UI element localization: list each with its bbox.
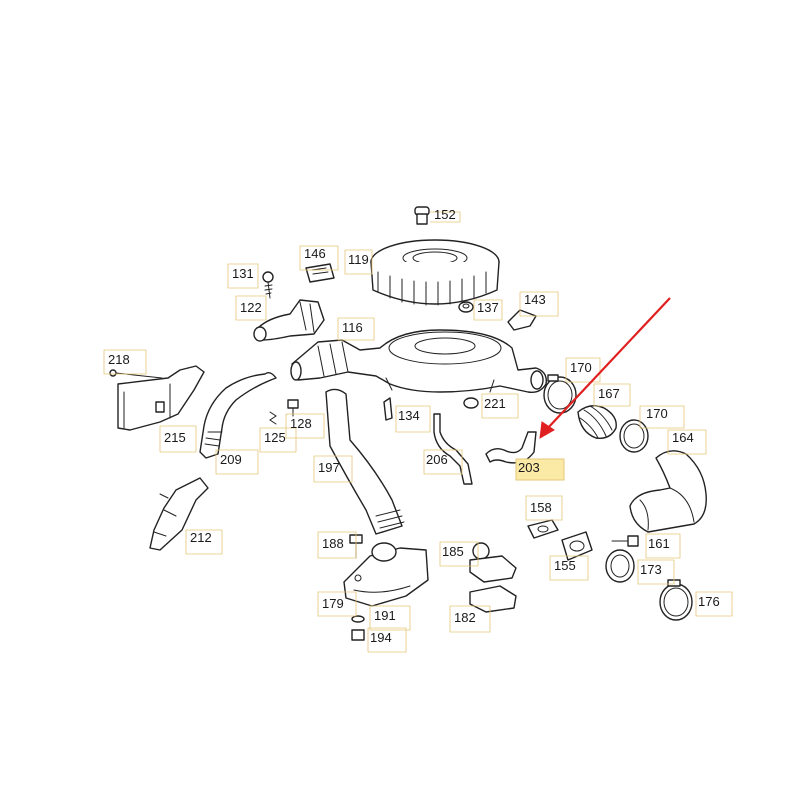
callout-119: 119 — [348, 252, 369, 267]
callout-170-b: 170 — [646, 406, 668, 421]
callout-194: 194 — [370, 630, 392, 645]
callout-206: 206 — [426, 452, 448, 467]
part-128-sensor — [287, 399, 299, 417]
part-116-housing — [290, 329, 547, 394]
part-158-gasket — [527, 519, 559, 539]
callout-134: 134 — [398, 408, 420, 423]
part-164-duct — [629, 450, 707, 533]
leader-lines — [103, 211, 733, 653]
callout-143: 143 — [524, 292, 546, 307]
part-215-bracket — [155, 401, 165, 413]
callout-191: 191 — [374, 608, 396, 623]
red-arrow-icon — [539, 297, 671, 439]
callout-155: 155 — [554, 558, 576, 573]
part-143-clip — [507, 309, 537, 331]
part-134-clip — [383, 397, 393, 421]
part-155-flange — [561, 531, 593, 561]
callout-131: 131 — [232, 266, 254, 281]
part-212-bracket — [149, 477, 209, 551]
callout-158: 158 — [530, 500, 552, 515]
part-197-hose — [325, 388, 405, 535]
callout-218: 218 — [108, 352, 130, 367]
callout-185: 185 — [442, 544, 464, 559]
callout-164: 164 — [672, 430, 694, 445]
callout-209: 209 — [220, 452, 242, 467]
part-221-nut — [463, 397, 479, 409]
part-191-washer — [351, 615, 365, 623]
callout-161: 161 — [648, 536, 670, 551]
part-125-sensor — [269, 411, 277, 425]
callout-137: 137 — [477, 300, 499, 315]
callout-215: 215 — [164, 430, 186, 445]
callout-152: 152 — [434, 207, 456, 222]
part-218-bracket — [109, 365, 205, 431]
part-206-hose — [433, 413, 473, 485]
callout-122: 122 — [240, 300, 262, 315]
callout-203: 203 — [518, 460, 540, 475]
callout-116: 116 — [342, 320, 363, 335]
callout-128: 128 — [290, 416, 312, 431]
part-173-ring — [605, 549, 635, 583]
part-179-cover — [343, 542, 429, 607]
part-161-screw — [611, 535, 639, 547]
part-182-bracket — [469, 585, 517, 613]
callout-197: 197 — [318, 460, 340, 475]
callout-173: 173 — [640, 562, 662, 577]
callout-167: 167 — [598, 386, 620, 401]
part-152-cap — [414, 206, 430, 225]
callout-176: 176 — [698, 594, 720, 609]
part-185-sensor — [469, 542, 517, 583]
callout-125: 125 — [264, 430, 286, 445]
callout-221: 221 — [484, 396, 506, 411]
callout-212: 212 — [190, 530, 212, 545]
callout-182: 182 — [454, 610, 476, 625]
part-170-clamp-lower — [619, 419, 649, 453]
part-119-filter — [370, 239, 500, 306]
part-170-clamp-upper — [543, 374, 577, 414]
callout-179: 179 — [322, 596, 344, 611]
part-194-nut — [351, 629, 365, 641]
part-209-hose — [199, 371, 277, 459]
callout-188: 188 — [322, 536, 344, 551]
part-callouts: 152 146 119 131 137 143 122 116 218 170 … — [108, 207, 720, 645]
part-131-screw — [262, 271, 274, 299]
callout-146: 146 — [304, 246, 326, 261]
part-176-clamp — [659, 579, 693, 621]
part-122-snorkel — [253, 299, 325, 342]
part-167-bellows — [577, 405, 617, 439]
highlight-box-203 — [515, 458, 565, 481]
callout-170-a: 170 — [570, 360, 592, 375]
part-203-hose — [485, 431, 537, 464]
part-137-ring — [458, 301, 474, 313]
part-146-label — [305, 263, 335, 283]
